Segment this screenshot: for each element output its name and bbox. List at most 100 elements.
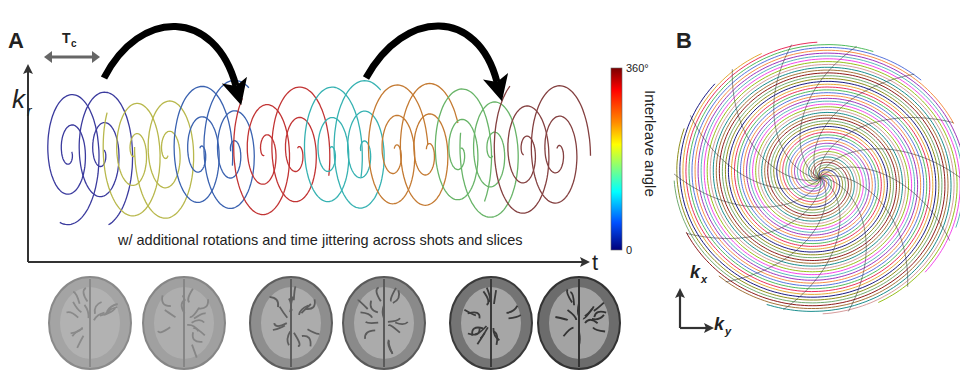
sulcus	[583, 309, 592, 319]
sulcus	[509, 315, 521, 318]
sulcus	[287, 331, 290, 345]
label: 360°	[626, 63, 649, 74]
spiral-shot	[48, 95, 99, 225]
brain-slice	[538, 277, 620, 369]
sulcus	[507, 306, 518, 313]
label: t	[592, 252, 598, 274]
sulcus	[85, 305, 89, 318]
label: k	[690, 263, 700, 281]
spiral-shot	[369, 85, 428, 204]
sulcus	[73, 302, 81, 313]
sulcus	[594, 303, 604, 311]
sulcus	[391, 288, 396, 301]
sulcus	[183, 295, 185, 309]
sulcus	[194, 313, 206, 318]
sulcus	[95, 302, 102, 314]
interleave-arm	[820, 178, 866, 312]
sulcus	[388, 318, 400, 322]
sulcus	[568, 310, 577, 320]
sulcus	[77, 336, 83, 348]
kspace-interleaves	[674, 42, 960, 314]
colorbar	[611, 68, 622, 250]
sulcus	[361, 312, 373, 317]
spiral-shot	[234, 98, 290, 214]
sulcus	[67, 312, 79, 318]
sulcus	[294, 333, 300, 346]
sulcus	[468, 328, 480, 335]
brain-outline	[49, 277, 131, 369]
interleave-arm	[783, 178, 840, 310]
midline	[290, 279, 292, 367]
sulcus	[483, 291, 488, 305]
spiral-shot	[494, 86, 549, 213]
interleave-arm	[819, 118, 953, 179]
sulcus	[270, 297, 279, 307]
sulcus	[564, 328, 574, 337]
sulcus	[94, 313, 105, 321]
spiral-shot	[305, 87, 363, 202]
brain-outline	[143, 277, 225, 369]
sulcus	[594, 312, 606, 317]
interleave-arm	[774, 45, 820, 179]
midline	[490, 279, 492, 367]
sulcus	[480, 327, 488, 338]
sulcus	[308, 329, 320, 334]
spiral-shot	[531, 86, 590, 203]
sulcus	[187, 325, 198, 331]
sulcus	[376, 288, 380, 302]
interleave-arm	[687, 178, 821, 239]
sulcus	[494, 290, 496, 304]
sulcus	[199, 299, 208, 308]
interleave	[698, 53, 960, 280]
tc-bracket	[44, 51, 100, 63]
label: k	[12, 86, 25, 112]
spiral-trajectories	[48, 80, 591, 224]
sulcus	[365, 330, 375, 339]
brain-slice	[143, 277, 225, 369]
spiral-shot	[135, 101, 194, 218]
label: r	[27, 104, 32, 118]
interleave	[674, 76, 942, 303]
sulcus	[567, 289, 572, 302]
label: w/ additional rotations and time jitteri…	[118, 233, 523, 248]
sulcus	[383, 305, 384, 319]
sulcus	[289, 298, 291, 312]
sulcus	[389, 341, 393, 354]
sulcus	[464, 310, 476, 316]
spiral-shot	[272, 87, 330, 202]
sulcus	[192, 345, 197, 358]
sulcus	[592, 315, 604, 319]
brain-images	[49, 277, 620, 369]
label: c	[71, 39, 77, 49]
sulcus	[107, 304, 118, 311]
sulcus	[280, 307, 288, 318]
sulcus	[100, 308, 110, 316]
label: k	[714, 315, 724, 333]
brain-outline	[538, 277, 620, 369]
sulcus	[194, 328, 205, 335]
sulcus	[193, 332, 203, 342]
kspace-axes	[680, 296, 706, 328]
sulcus	[162, 295, 171, 306]
brain-slice	[49, 277, 131, 369]
rotation-arrows	[104, 26, 497, 86]
midline	[383, 279, 385, 367]
sulcus	[273, 325, 285, 330]
brain-slice	[450, 277, 532, 369]
sulcus	[389, 325, 400, 333]
sulcus	[192, 320, 205, 323]
sulcus	[188, 289, 193, 303]
sulcus	[593, 328, 605, 332]
interleave	[710, 64, 954, 313]
sulcus	[84, 288, 88, 302]
spiral-shot	[460, 102, 518, 217]
brain-outline	[450, 277, 532, 369]
brain-outline	[343, 277, 425, 369]
sulcus	[570, 292, 574, 305]
brain-slice	[250, 277, 332, 369]
colorbar-title: Interleave angle	[643, 90, 658, 197]
spiral-shot	[435, 89, 491, 202]
brain-outline	[250, 277, 332, 369]
sulcus	[555, 317, 567, 320]
